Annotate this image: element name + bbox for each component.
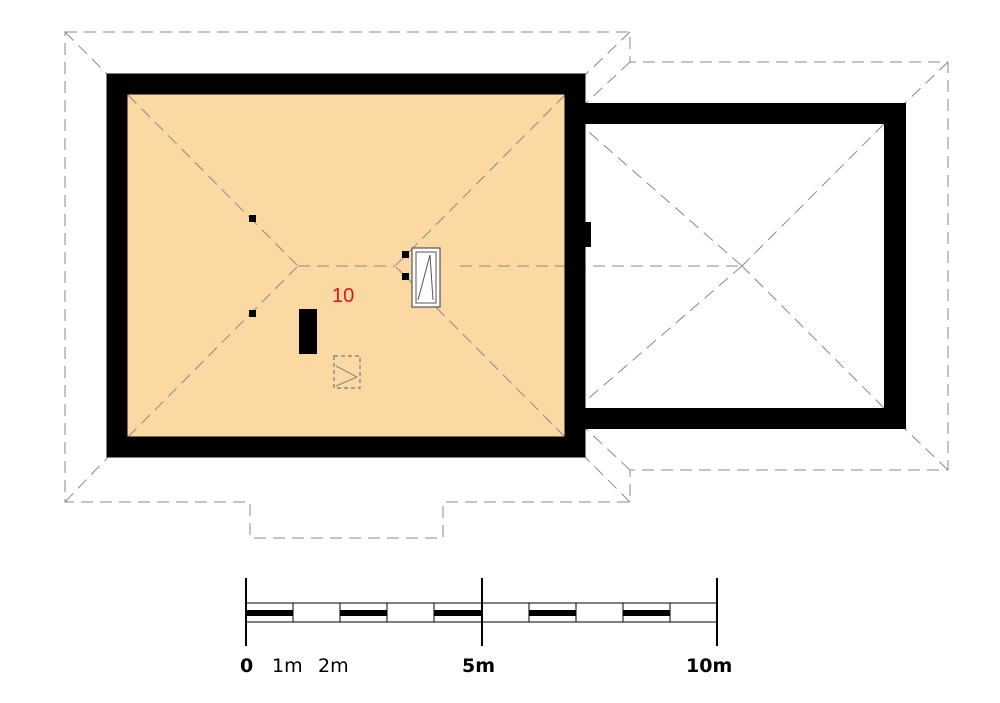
walls [106,73,906,458]
room-number: 10 [332,285,354,307]
roof-outline [64,31,949,539]
scale-label-5m: 5m [462,655,495,677]
roof-window-icon [411,247,441,308]
roof-hatch-icon [333,355,361,389]
vent-icon [249,310,256,317]
main-room-wall [106,73,586,458]
chimney-icon [299,309,317,354]
wall-protrusion [575,222,591,247]
vent-icon [402,251,409,258]
vent-icon [402,273,409,280]
vent-icon [249,215,256,222]
scale-bar: 0 1m 2m 5m 10m [240,578,732,677]
scale-label-10m: 10m [686,655,732,677]
annex-roof-ridges [460,119,885,411]
scale-label-2m: 2m [318,655,349,677]
scale-label-1m: 1m [272,655,303,677]
scale-label-0: 0 [240,655,253,677]
